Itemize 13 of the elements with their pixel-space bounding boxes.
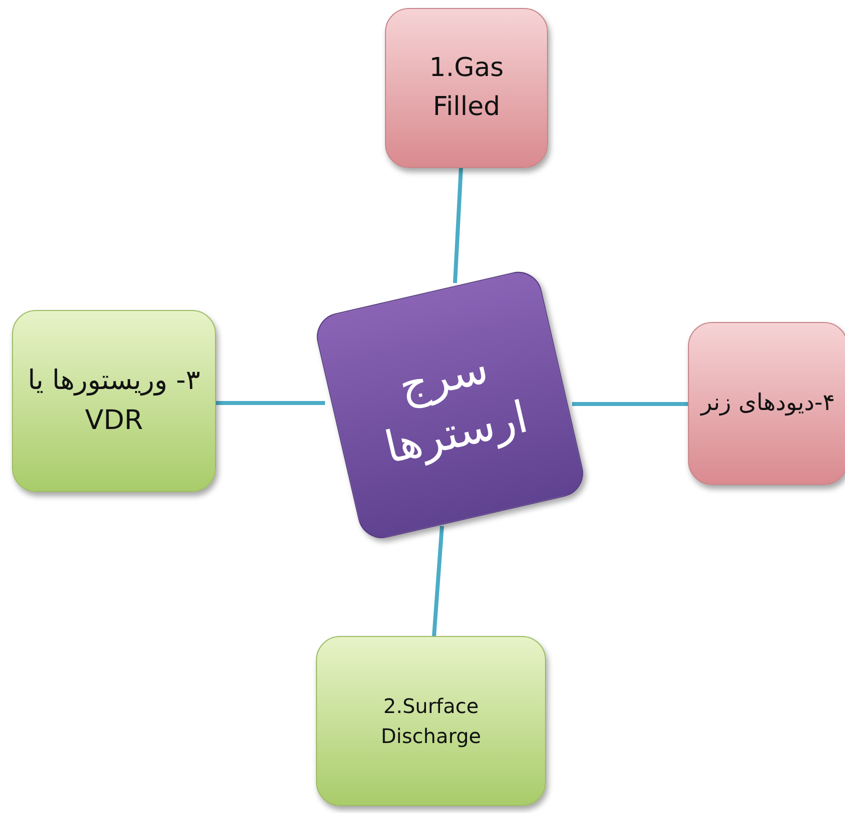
process-box xyxy=(12,310,216,492)
box-label: سرج ارسترها xyxy=(379,341,534,476)
box-label: ۴-دیودهای زنر xyxy=(700,389,836,418)
process-box xyxy=(316,636,546,806)
connector-line xyxy=(432,526,444,636)
connector-line xyxy=(216,401,325,405)
process-box xyxy=(688,322,845,485)
connector-line xyxy=(572,402,688,406)
box-label: 2.Surface Discharge xyxy=(380,693,482,750)
process-box xyxy=(385,8,548,168)
box-label: 1.Gas Filled xyxy=(428,52,505,124)
connector-line xyxy=(453,168,463,284)
box-label: ۳- وریستورها یا VDR xyxy=(26,364,202,438)
